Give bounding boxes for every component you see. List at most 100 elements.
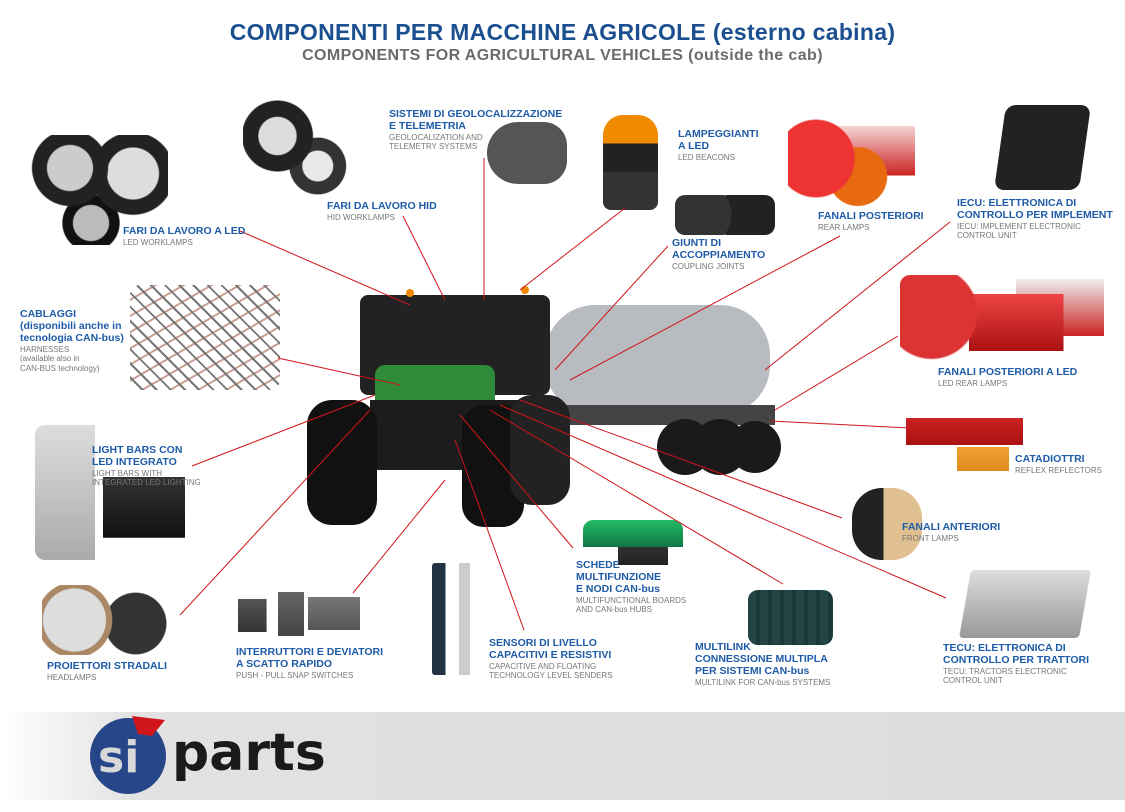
label-snap-switches: INTERRUTTORI E DEVIATORI A SCATTO RAPIDO…	[236, 646, 383, 680]
label-it: INTERRUTTORI E DEVIATORI A SCATTO RAPIDO	[236, 646, 384, 671]
page-subtitle: COMPONENTS FOR AGRICULTURAL VEHICLES (ou…	[302, 47, 823, 64]
reflectors-image	[902, 415, 1032, 475]
level-senders-image	[432, 563, 477, 675]
label-it: SENSORI DI LIVELLO CAPACITIVI E RESISTIV…	[489, 637, 612, 662]
leader-line	[764, 221, 951, 371]
label-telematics: SISTEMI DI GEOLOCALIZZAZIONE E TELEMETRI…	[389, 108, 562, 152]
label-en: TECU: TRACTORS ELECTRONIC CONTROL UNIT	[943, 667, 1067, 686]
leader-line	[489, 409, 784, 585]
tanker-wheel	[729, 421, 781, 473]
led-rear-lamps-image	[900, 275, 1110, 370]
label-it: LAMPEGGIANTI A LED	[678, 128, 759, 153]
leader-line	[402, 215, 446, 301]
label-it: LIGHT BARS CON LED INTEGRATO	[92, 444, 183, 469]
label-en: REAR LAMPS	[818, 223, 870, 233]
label-en: MULTIFUNCTIONAL BOARDS AND CAN-bus HUBS	[576, 596, 687, 615]
label-it: CABLAGGI (disponibili anche in tecnologi…	[20, 308, 124, 345]
label-multilink: MULTILINK CONNESSIONE MULTIPLA PER SISTE…	[695, 641, 830, 687]
label-en: LED BEACONS	[678, 153, 735, 163]
leader-line	[454, 439, 525, 631]
label-it: PROIETTORI STRADALI	[47, 660, 167, 672]
multilink-image	[748, 590, 833, 645]
label-en: HEADLAMPS	[47, 673, 97, 683]
leader-line	[774, 335, 899, 411]
label-iecu: IECU: ELETTRONICA DI CONTROLLO PER IMPLE…	[957, 197, 1113, 241]
headlamps-image	[42, 585, 172, 655]
coupling-joints-image	[675, 195, 775, 235]
label-en: REFLEX REFLECTORS	[1015, 466, 1102, 476]
light-bars-image	[35, 425, 185, 560]
label-en: LIGHT BARS WITH INTEGRATED LED LIGHTING	[92, 469, 201, 488]
tractor-wheel	[510, 395, 570, 505]
leader-line	[569, 235, 841, 381]
leader-line	[499, 404, 947, 599]
label-it: SCHEDE MULTIFUNZIONE E NODI CAN-bus	[576, 559, 661, 596]
rear-lamps-image	[788, 118, 943, 208]
label-it: IECU: ELETTRONICA DI CONTROLLO PER IMPLE…	[957, 197, 1113, 222]
hid-worklamps-image	[243, 100, 358, 220]
svg-text:si: si	[98, 732, 139, 783]
leader-line	[459, 414, 574, 549]
label-level-senders: SENSORI DI LIVELLO CAPACITIVI E RESISTIV…	[489, 637, 613, 681]
leader-line	[239, 230, 411, 306]
page-title: COMPONENTI PER MACCHINE AGRICOLE (estern…	[229, 19, 896, 45]
label-it: CATADIOTTRI	[1015, 453, 1085, 465]
label-en: HID WORKLAMPS	[327, 213, 396, 223]
telematics-image	[487, 122, 567, 184]
label-it: GIUNTI DI ACCOPPIAMENTO	[672, 237, 766, 262]
label-en: PUSH - PULL SNAP SWITCHES	[236, 671, 354, 681]
label-en: COUPLING JOINTS	[672, 262, 745, 272]
label-en: LED WORKLAMPS	[123, 238, 193, 248]
label-en: LED REAR LAMPS	[938, 379, 1008, 389]
label-en: MULTILINK FOR CAN-bus SYSTEMS	[695, 678, 831, 688]
footer-band	[0, 712, 1125, 800]
leader-line	[352, 479, 446, 594]
label-it: MULTILINK CONNESSIONE MULTIPLA PER SISTE…	[695, 641, 828, 678]
siparts-logo: si parts	[90, 716, 326, 794]
leader-line	[769, 420, 911, 429]
label-en: CAPACITIVE AND FLOATING TECHNOLOGY LEVEL…	[489, 662, 613, 681]
leader-line	[519, 207, 626, 291]
label-tecu: TECU: ELETTRONICA DI CONTROLLO PER TRATT…	[943, 642, 1089, 686]
beacon	[406, 289, 414, 297]
label-harnesses: CABLAGGI (disponibili anche in tecnologi…	[20, 308, 124, 373]
label-it: FANALI POSTERIORI	[818, 210, 924, 222]
tractor-wheel	[307, 400, 377, 525]
label-it: FANALI ANTERIORI	[902, 521, 1001, 533]
led-worklamps-image	[28, 135, 168, 245]
front-lamps-image	[852, 488, 922, 560]
label-en: IECU: IMPLEMENT ELECTRONIC CONTROL UNIT	[957, 222, 1081, 241]
label-it: FANALI POSTERIORI A LED	[938, 366, 1078, 378]
leader-line	[554, 245, 669, 371]
snap-switches-image	[238, 590, 368, 645]
svg-text:parts: parts	[172, 723, 326, 783]
label-it: TECU: ELETTRONICA DI CONTROLLO PER TRATT…	[943, 642, 1090, 667]
leader-line	[519, 399, 843, 519]
leader-line	[179, 409, 371, 616]
leader-line	[191, 394, 376, 467]
tractor-hood	[375, 365, 495, 410]
harnesses-image	[130, 285, 280, 390]
label-en: HARNESSES (available also in CAN-BUS tec…	[20, 345, 100, 373]
multifunction-boards-image	[583, 520, 683, 565]
label-en: GEOLOCALIZATION AND TELEMETRY SYSTEMS	[389, 133, 483, 152]
led-beacon-image	[603, 115, 658, 210]
tanker-tank	[545, 305, 770, 415]
label-it: FARI DA LAVORO HID	[327, 200, 437, 212]
leader-line	[277, 357, 401, 386]
label-en: FRONT LAMPS	[902, 534, 959, 544]
label-it: FARI DA LAVORO A LED	[123, 225, 246, 237]
